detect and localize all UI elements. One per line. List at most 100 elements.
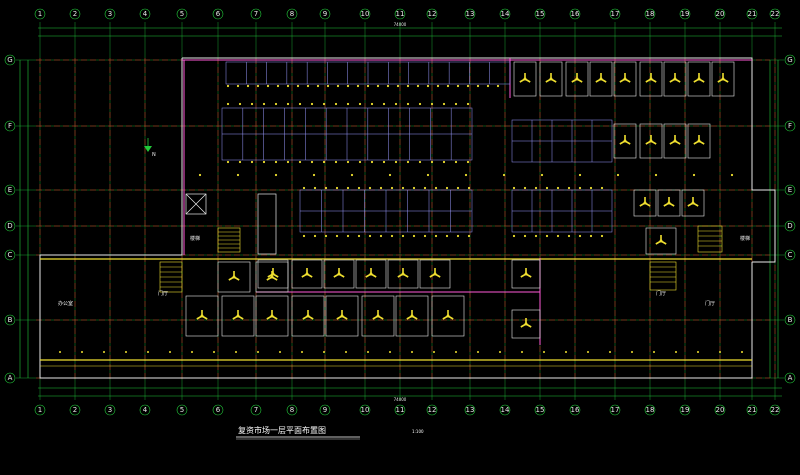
shop-partitions [221,61,613,233]
axis-bubble-circle [104,8,116,20]
fixture-dot [276,84,280,88]
fixture-dot [545,186,549,190]
fixture-dot [454,102,458,106]
axis-bubble-top: 13 [464,8,476,20]
fixture-dot [456,186,460,190]
fixture-dot [394,102,398,106]
axis-bubble-circle [69,8,81,20]
fixture-dot [556,186,560,190]
axis-bubble-label: 4 [143,406,148,414]
axis-bubble-circle [769,404,781,416]
fixture-dot [350,173,354,177]
fixture-dot [466,102,470,106]
ceiling-fan [336,310,348,320]
axis-bubble-circle [784,249,796,261]
ceiling-fan [266,310,278,320]
room-label-right: 门厅 [656,290,666,297]
fixture-dot [578,173,582,177]
ceiling-fan [687,197,699,207]
axis-bubble-left: C [4,249,16,261]
axis-bubble-label: 3 [108,10,112,18]
fixture-dot [653,351,655,353]
fixture-dot [312,173,316,177]
overall-dimension-bottom: 74000 [394,397,407,402]
ceiling-fan [519,73,531,83]
axis-bubble-label: A [788,374,793,382]
axis-bubble-label: 10 [361,10,370,18]
axis-bubble-top: 2 [69,8,81,20]
axis-bubble-circle [359,8,371,20]
fixture-dot [565,351,567,353]
axis-bubble-right: G [784,54,796,66]
fixture-dot [445,234,449,238]
fan-room [687,123,711,159]
axis-bubble-circle [784,120,796,132]
axis-bubble-bottom: 10 [359,404,371,416]
axis-bubble-circle [784,184,796,196]
ceiling-fan [520,268,532,278]
fixture-dot [426,84,430,88]
fixture-dot [213,351,215,353]
fixture-dot [412,186,416,190]
fixture-dot [741,351,743,353]
fixture-dot [336,84,340,88]
stair-label-right: 楼梯 [740,235,750,242]
axis-bubble-label: B [788,316,793,324]
axis-bubble-circle [784,372,796,384]
fixture-dot [455,351,457,353]
axis-bubble-circle [714,404,726,416]
axis-bubble-left: D [4,220,16,232]
axis-bubble-label: B [8,316,13,324]
axis-bubble-label: C [788,251,793,259]
fan-room [663,61,687,97]
fixture-dot [238,102,242,106]
axis-bubble-bottom: 3 [104,404,116,416]
axis-bubble-circle [534,404,546,416]
axis-bubble-circle [569,8,581,20]
fixture-dot [512,186,516,190]
ceiling-fan [372,310,384,320]
ceiling-fan [429,268,441,278]
fixture-dot [540,173,544,177]
fixture-dot [226,102,230,106]
drawing-scale: 1:100 [412,429,424,434]
axis-bubble-circle [679,8,691,20]
room-label-left: 办公室 [58,300,73,307]
fixture-dot [298,102,302,106]
fixture-dot [406,160,410,164]
fixture-dot [390,234,394,238]
axis-bubble-label: 5 [180,406,184,414]
axis-bubble-label: E [8,186,12,194]
axis-bubble-circle [250,8,262,20]
building-outline [39,57,776,379]
fixture-dot [589,234,593,238]
axis-bubble-label: 18 [646,406,655,414]
ceiling-fan [520,318,532,328]
axis-bubble-right: D [784,220,796,232]
fixture-dot [246,84,250,88]
axis-bubble-circle [644,404,656,416]
axis-bubble-top: 21 [746,8,758,20]
fan-room [291,259,323,289]
fixture-dot [326,84,330,88]
fixture-dot [370,102,374,106]
axis-bubble-label: C [8,251,13,259]
fixture-dot [456,234,460,238]
axis-bubble-circle [534,8,546,20]
ceiling-fan [301,268,313,278]
axis-bubble-circle [286,8,298,20]
fixture-dot [467,234,471,238]
fixture-dot [274,102,278,106]
axis-bubble-circle [394,8,406,20]
axis-bubble-label: 6 [216,10,221,18]
fixture-dot [426,173,430,177]
axis-bubble-right: A [784,372,796,384]
axis-bubble-left: B [4,314,16,326]
fixture-dot [423,186,427,190]
fixture-dot [464,173,468,177]
axis-bubble-circle [769,8,781,20]
axis-bubble-circle [499,8,511,20]
dimension-lines [19,27,782,397]
